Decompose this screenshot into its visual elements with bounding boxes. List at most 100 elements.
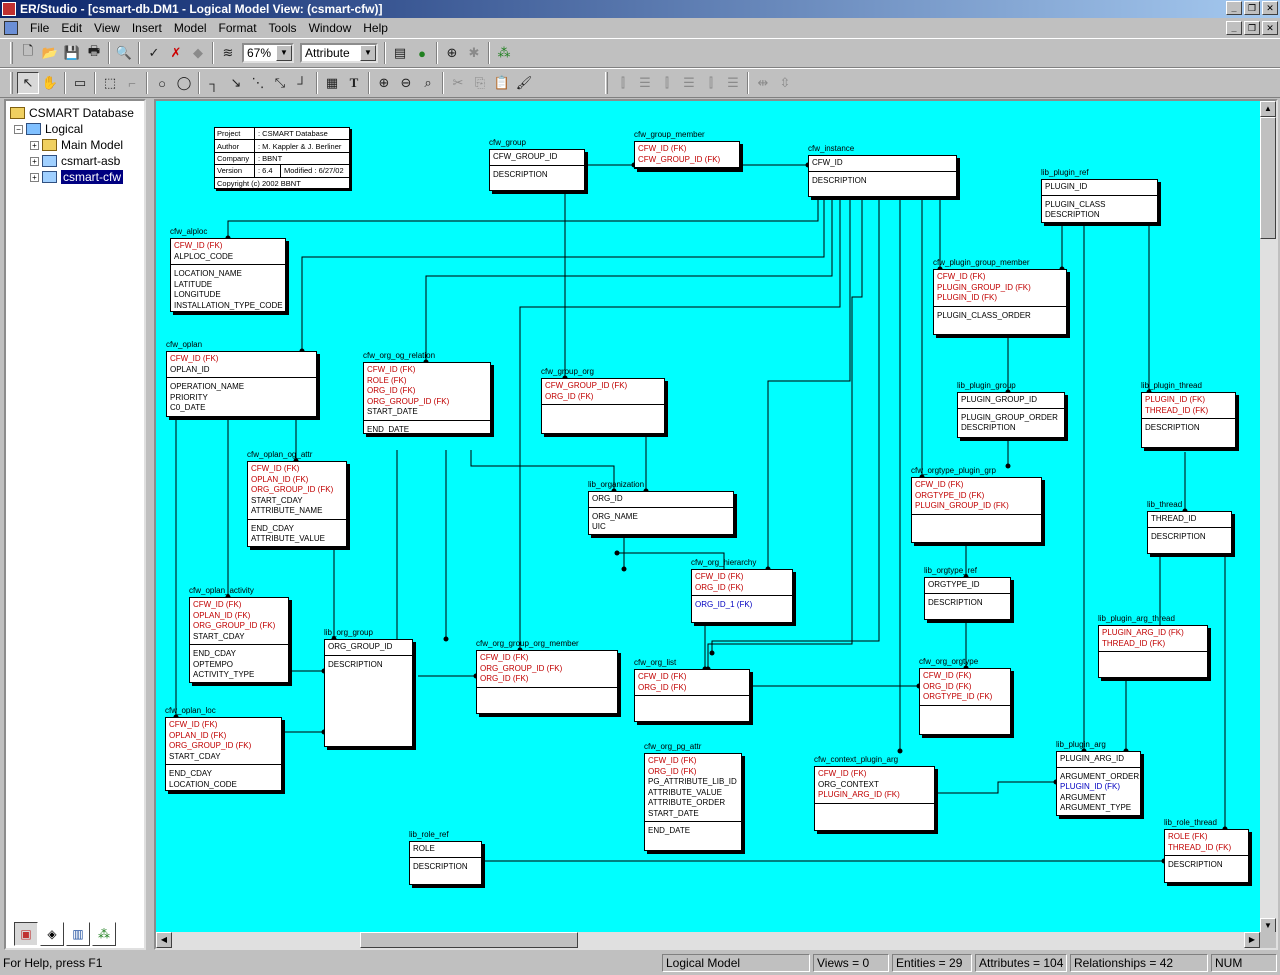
attribute[interactable]: OPLAN_ID [170,364,210,374]
foreign-key-attribute[interactable]: CFW_ID (FK) [169,720,218,729]
attribute[interactable]: START_DATE [648,808,699,818]
entity-box[interactable]: CFW_ID (FK)OPLAN_ID (FK)ORG_GROUP_ID (FK… [247,461,347,547]
attribute[interactable]: END_DATE [367,424,410,434]
attribute[interactable]: ARGUMENT [1060,792,1106,802]
foreign-key-attribute[interactable]: CFW_ID (FK) [923,671,972,680]
display-level-combo[interactable]: Attribute ▼ [300,43,378,63]
attribute[interactable]: PLUGIN_GROUP_ORDER [961,412,1058,422]
entity-icon[interactable]: ▭ [73,75,87,90]
many-to-many-icon[interactable]: ⤡ [274,75,286,90]
title-block[interactable]: Project: CSMART Database Author: M. Kapp… [214,127,350,189]
foreign-key-attribute[interactable]: ORG_GROUP_ID (FK) [193,621,276,630]
foreign-key-attribute[interactable]: ORG_ID (FK) [648,766,697,776]
new-icon[interactable]: 🗋 [22,43,34,58]
foreign-key-attribute[interactable]: CFW_ID (FK) [818,769,867,778]
attribute[interactable]: DESCRIPTION [1151,531,1206,541]
non-specific-rel-icon[interactable]: ┘ [297,75,307,91]
attribute[interactable]: ORG_ID [592,494,623,503]
zoom-combo[interactable]: 67% ▼ [242,43,294,63]
attribute[interactable]: PLUGIN_GROUP_ID [961,395,1038,404]
attribute[interactable]: ORG_GROUP_ID [328,642,393,651]
attribute[interactable]: LATITUDE [174,279,213,289]
attribute[interactable]: DESCRIPTION [493,169,548,179]
attribute[interactable]: UIC [592,522,606,531]
attribute[interactable]: START_CDAY [193,631,245,641]
zoom-in-icon[interactable]: ⊕ [378,75,390,90]
doc-restore-button[interactable]: ❐ [1244,21,1260,35]
view-relationship-icon[interactable]: ⌐ [128,75,136,91]
attribute[interactable]: DESCRIPTION [961,423,1016,432]
horizontal-scrollbar[interactable]: ◀ ▶ [156,932,1260,948]
delete-icon[interactable]: ✗ [170,45,182,60]
horizontal-scroll-thumb[interactable] [360,932,578,948]
foreign-key-attribute[interactable]: CFW_ID (FK) [480,653,529,662]
menu-model[interactable]: Model [173,21,207,35]
entity-box[interactable]: CFW_ID (FK)OPLAN_ID (FK)ORG_GROUP_ID (FK… [189,597,289,683]
attribute[interactable]: PLUGIN_ARG_ID [1060,754,1125,763]
chevron-down-icon[interactable]: ▼ [360,45,376,61]
space-horizontal-icon[interactable]: ⇹ [757,75,769,90]
foreign-key-attribute[interactable]: ORG_ID (FK) [638,682,687,692]
attribute[interactable]: ATTRIBUTE_ORDER [648,798,726,807]
attribute[interactable]: PRIORITY [170,392,208,402]
subtype-incomplete-icon[interactable]: ◯ [176,75,192,90]
entity-box[interactable]: CFW_ID (FK)OPLAN_ID (FK)ORG_GROUP_ID (FK… [165,717,282,791]
menu-view[interactable]: View [94,21,120,35]
zoom-fit-icon[interactable]: ⊕ [446,45,458,60]
entity-box[interactable]: CFW_ID (FK)CFW_GROUP_ID (FK) [634,141,740,169]
foreign-key-attribute[interactable]: CFW_ID (FK) [937,272,986,281]
restore-button[interactable]: ❐ [1244,1,1260,15]
layers-icon[interactable]: ≋ [222,45,234,60]
attribute[interactable]: ROLE [413,844,435,853]
space-vertical-icon[interactable]: ⇳ [779,75,791,90]
paste-icon[interactable]: 📋 [493,75,511,90]
foreign-key-attribute[interactable]: ROLE (FK) [1168,832,1208,841]
foreign-key-attribute[interactable]: ORG_ID (FK) [695,582,744,592]
scroll-up-icon[interactable]: ▲ [1260,101,1276,117]
attribute[interactable]: DESCRIPTION [328,659,383,669]
foreign-key-attribute[interactable]: CFW_ID (FK) [367,365,416,374]
attribute[interactable]: DESCRIPTION [928,597,983,607]
attribute[interactable]: DESCRIPTION [1145,423,1200,432]
attribute[interactable]: PLUGIN_CLASS_ORDER [937,310,1031,320]
foreign-key-attribute[interactable]: CFW_ID (FK) [251,464,300,473]
entity-box[interactable]: CFW_GROUP_ID DESCRIPTION [489,149,585,191]
align-top-icon[interactable]: ☰ [639,75,651,90]
attribute[interactable]: LOCATION_CODE [169,779,237,789]
globe-icon[interactable]: ● [418,45,426,61]
tree-root[interactable]: CSMART Database [10,105,134,121]
attribute[interactable]: CFW_GROUP_ID [493,152,558,161]
attribute[interactable]: PLUGIN_ID (FK) [1060,782,1121,791]
foreign-key-attribute[interactable]: CFW_ID (FK) [915,480,964,489]
attribute[interactable]: PLUGIN_ID [1045,182,1088,191]
foreign-key-attribute[interactable]: ORG_GROUP_ID (FK) [251,485,334,494]
app-icon[interactable] [2,2,16,16]
foreign-key-attribute[interactable]: ORG_ID (FK) [480,674,529,683]
foreign-key-attribute[interactable]: CFW_GROUP_ID (FK) [545,381,628,390]
attribute[interactable]: ARGUMENT_TYPE [1060,803,1132,812]
menu-window[interactable]: Window [308,21,352,35]
zoom-out-icon[interactable]: ⊖ [400,75,412,90]
entity-box[interactable]: CFW_ID (FK)ORG_ID (FK)PG_ATTRIBUTE_LIB_I… [644,753,742,851]
zoom-icon[interactable]: ⌕ [424,75,432,90]
attribute[interactable]: END_CDAY [193,649,236,658]
foreign-key-attribute[interactable]: PLUGIN_ARG_ID (FK) [818,790,900,799]
